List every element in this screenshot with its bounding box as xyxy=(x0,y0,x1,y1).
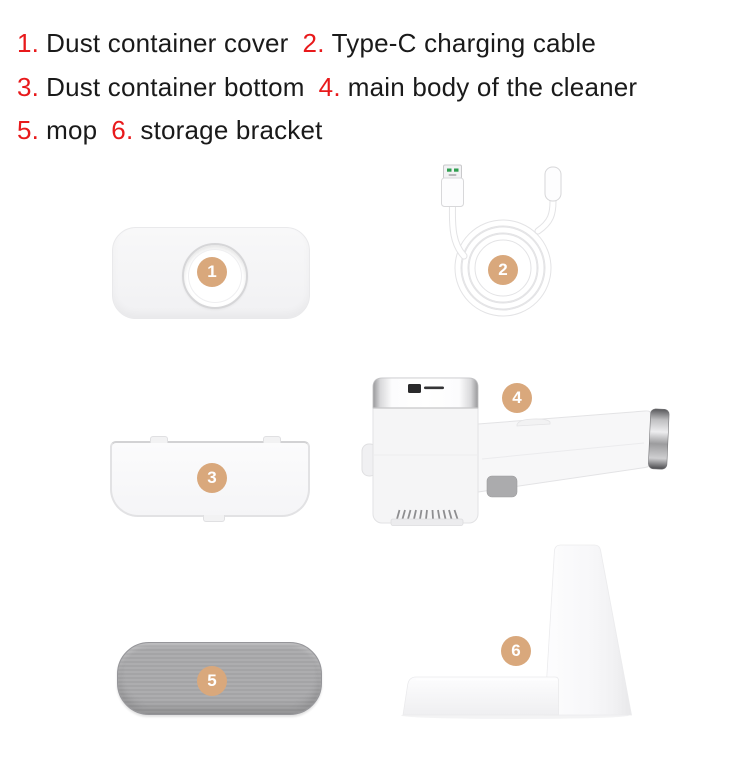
mop-image xyxy=(117,642,322,715)
container-tab xyxy=(203,515,225,522)
legend-number-3: 3. xyxy=(17,71,40,102)
usb-pin-icon xyxy=(447,168,452,172)
part-badge-5: 5 xyxy=(197,666,227,696)
legend-label-mop: mop xyxy=(46,115,98,146)
parts-legend: 1. Dust container cover 2. Type-C chargi… xyxy=(17,22,637,153)
legend-line-3: 5. mop 6. storage bracket xyxy=(17,109,637,153)
usb-a-connector xyxy=(441,164,464,207)
legend-number-2: 2. xyxy=(302,28,325,59)
charging-cable-image xyxy=(441,164,562,317)
charging-port xyxy=(408,384,421,393)
part-badge-1: 1 xyxy=(197,257,227,287)
legend-label-cable: Type-C charging cable xyxy=(331,28,596,59)
legend-label-cover: Dust container cover xyxy=(46,28,289,59)
air-vent xyxy=(396,509,459,520)
container-tab xyxy=(263,436,281,443)
container-tab xyxy=(150,436,168,443)
port-slot xyxy=(424,386,444,390)
cable-coil xyxy=(454,219,552,317)
metal-end-cap xyxy=(648,408,670,470)
usb-pin-icon xyxy=(454,168,459,172)
part-badge-2: 2 xyxy=(488,255,518,285)
rubber-foot xyxy=(486,475,518,498)
legend-label-container-bottom: Dust container bottom xyxy=(46,71,305,102)
legend-number-5: 5. xyxy=(17,115,40,146)
legend-number-6: 6. xyxy=(111,115,134,146)
part-badge-6: 6 xyxy=(501,636,531,666)
storage-bracket-image xyxy=(401,544,632,719)
legend-line-2: 3. Dust container bottom 4. main body of… xyxy=(17,66,637,110)
part-badge-3: 3 xyxy=(197,463,227,493)
usb-c-connector xyxy=(544,166,562,202)
legend-label-main-body: main body of the cleaner xyxy=(347,71,638,102)
legend-number-4: 4. xyxy=(318,71,341,102)
legend-label-bracket: storage bracket xyxy=(140,115,323,146)
part-badge-4: 4 xyxy=(502,383,532,413)
legend-number-1: 1. xyxy=(17,28,40,59)
cleaner-main-body-image xyxy=(361,377,670,526)
legend-line-1: 1. Dust container cover 2. Type-C chargi… xyxy=(17,22,637,66)
bracket-base xyxy=(402,676,559,716)
bracket-upright xyxy=(544,544,632,716)
handle-button xyxy=(516,418,551,427)
vent-base-plate xyxy=(390,518,464,526)
top-band xyxy=(372,377,479,409)
